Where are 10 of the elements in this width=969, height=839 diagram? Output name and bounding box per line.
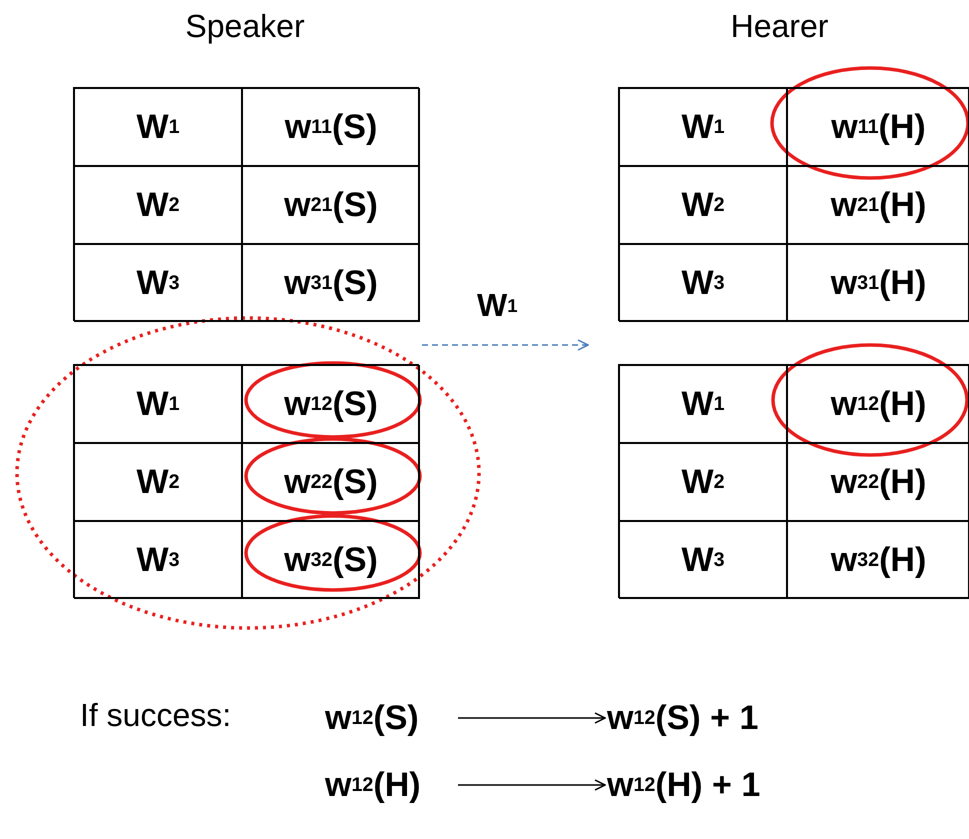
table <box>618 364 969 598</box>
arrow <box>458 779 606 791</box>
heading: Speaker <box>185 8 305 45</box>
table <box>618 87 969 321</box>
heading: Hearer <box>730 8 828 45</box>
condition-text: If success: <box>80 697 232 734</box>
dashed-arrow <box>422 339 589 351</box>
arrow <box>458 712 606 724</box>
table <box>73 87 419 321</box>
table <box>73 364 419 598</box>
